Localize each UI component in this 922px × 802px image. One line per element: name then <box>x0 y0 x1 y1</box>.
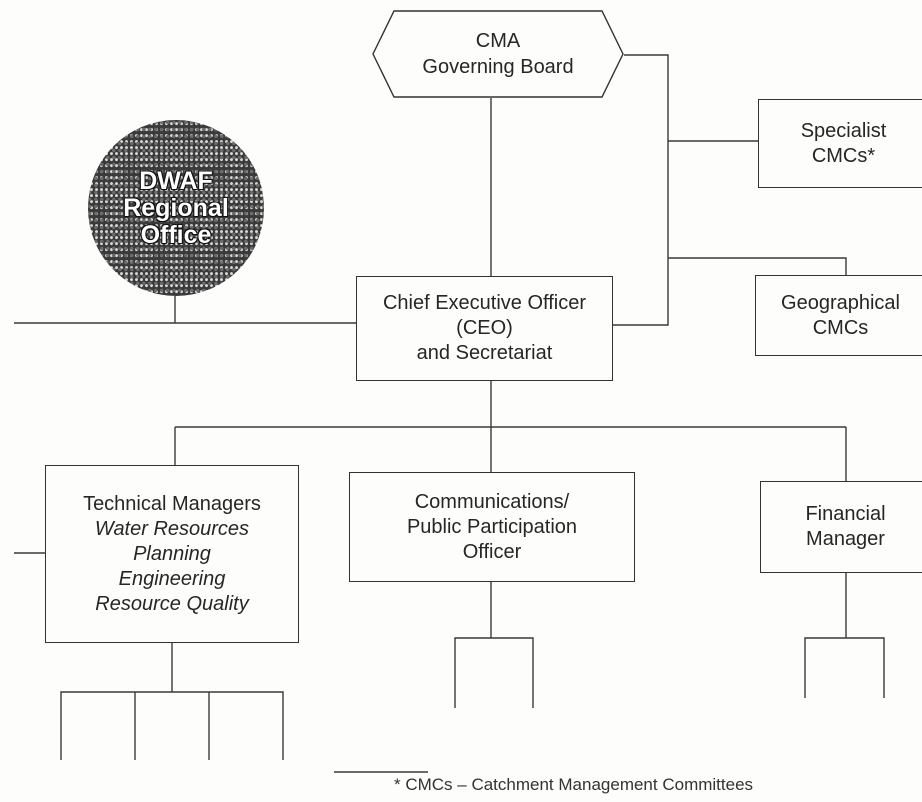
technical-item-engineering: Engineering <box>118 567 226 590</box>
ceo-node: Chief Executive Officer (CEO) and Secret… <box>356 276 613 381</box>
dwaf-regional-office-node: DWAF Regional Office <box>88 120 264 296</box>
dwaf-line-3: Office <box>140 220 212 249</box>
dwaf-line-2: Regional <box>123 193 229 222</box>
communications-line-1: Communications/ <box>414 490 570 513</box>
geographical-line-1: Geographical <box>781 291 900 314</box>
dwaf-line-1: DWAF <box>139 166 213 195</box>
technical-title: Technical Managers <box>83 492 261 515</box>
geographical-branch <box>668 257 847 275</box>
financial-sub-frame <box>804 637 885 698</box>
financial-manager-node: Financial Manager <box>760 481 922 573</box>
technical-sub-frame <box>60 691 284 760</box>
ceo-line-1: Chief Executive Officer <box>382 292 587 314</box>
financial-line-2: Manager <box>806 528 885 550</box>
communications-sub-frame <box>454 637 534 708</box>
board-line-2: Governing Board <box>422 56 574 78</box>
technical-item-resource-quality: Resource Quality <box>95 592 249 615</box>
technical-managers-node: Technical Managers Water Resources Plann… <box>45 465 299 643</box>
board-cmc-trunk <box>613 54 669 326</box>
communications-officer-node: Communications/ Public Participation Off… <box>349 472 635 582</box>
communications-line-2: Public Participation <box>406 515 578 538</box>
geographical-cmcs-node: Geographical CMCs <box>755 275 922 356</box>
technical-item-water-resources: Water Resources <box>94 517 250 540</box>
specialist-cmcs-node: Specialist CMCs* <box>758 99 922 188</box>
governing-board-node: CMA Governing Board <box>372 10 624 98</box>
communications-line-3: Officer <box>462 540 522 563</box>
board-line-1: CMA <box>475 30 521 52</box>
specialist-line-2: CMCs* <box>811 144 876 167</box>
hexagon-shape <box>372 10 624 98</box>
technical-item-planning: Planning <box>133 542 211 565</box>
ceo-line-3: and Secretariat <box>416 342 553 364</box>
financial-line-1: Financial <box>805 503 886 525</box>
specialist-line-1: Specialist <box>800 119 887 142</box>
footnote: * CMCs – Catchment Management Committees <box>394 775 754 794</box>
ceo-line-2: (CEO) <box>456 317 513 339</box>
geographical-line-2: CMCs <box>812 316 869 339</box>
